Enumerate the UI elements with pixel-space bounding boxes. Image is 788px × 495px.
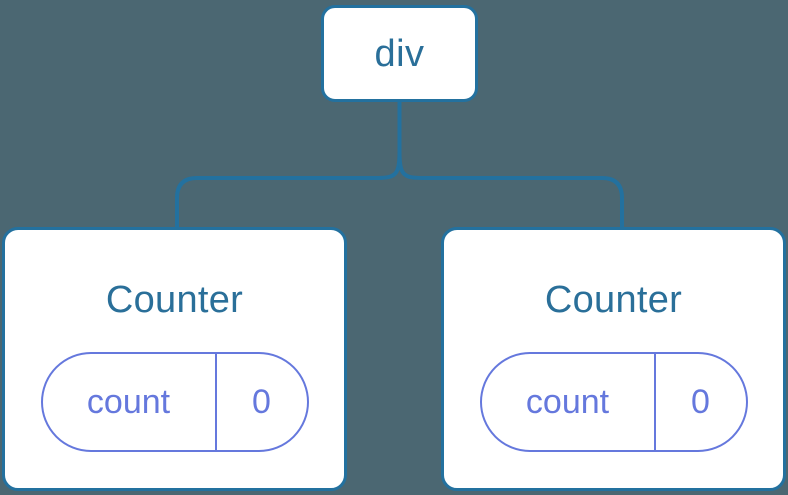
state-pill-0-value: 0: [217, 354, 307, 450]
state-pill-0-value-label: 0: [252, 383, 271, 421]
node-counter-1-title: Counter: [544, 279, 683, 321]
node-div-label: div: [374, 32, 425, 75]
connector-branch-right: [397, 151, 624, 228]
node-counter-1[interactable]: Counter count 0: [441, 227, 786, 491]
state-pill-0-key-label: count: [86, 383, 171, 421]
state-pill-1-value: 0: [656, 354, 746, 450]
state-pill-1-value-label: 0: [691, 383, 710, 421]
state-pill-0[interactable]: count 0: [40, 352, 309, 452]
state-pill-0-key: count: [43, 354, 217, 450]
state-pill-1-key-label: count: [525, 383, 610, 421]
node-counter-0-title: Counter: [105, 279, 244, 321]
state-pill-1-key: count: [482, 354, 656, 450]
connector-branch-left: [175, 151, 402, 228]
state-pill-1[interactable]: count 0: [479, 352, 748, 452]
node-counter-0[interactable]: Counter count 0: [2, 227, 347, 491]
node-div-root[interactable]: div: [321, 5, 478, 102]
